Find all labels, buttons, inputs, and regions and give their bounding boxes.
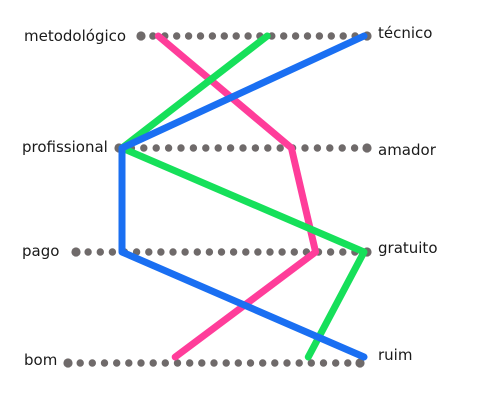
scale-dot	[220, 32, 228, 40]
scale-dot	[177, 144, 185, 152]
scale-dot	[96, 248, 105, 256]
scale-dot	[214, 144, 222, 152]
scale-dot	[205, 248, 214, 256]
scale-dot	[355, 358, 365, 368]
scale-dot	[276, 144, 284, 152]
scale-dot	[303, 32, 312, 40]
scale-dot	[232, 32, 240, 40]
scale-dot	[181, 248, 189, 256]
scale-dot	[173, 32, 181, 40]
scale-dot	[266, 248, 274, 256]
scale-dot	[210, 359, 218, 367]
scale-dot	[339, 248, 347, 256]
scale-dot	[246, 359, 255, 367]
scale-dot	[290, 248, 298, 256]
scale-dot	[319, 359, 328, 367]
scale-dot	[164, 144, 173, 152]
scale-dot	[149, 359, 157, 367]
green-line	[118, 32, 368, 361]
scale-dot	[226, 144, 235, 152]
scale-dot	[217, 248, 226, 256]
scale-dot	[313, 144, 322, 152]
scale-dot	[169, 248, 177, 256]
scale-dot	[137, 359, 145, 367]
scale-dot	[84, 248, 92, 256]
scale-dot	[283, 359, 291, 367]
scale-dot	[315, 32, 324, 40]
scale-dot	[326, 248, 335, 256]
scale-dot	[189, 144, 198, 152]
scale-dot	[244, 32, 252, 40]
scale-dot	[362, 143, 372, 153]
scale-dot	[149, 32, 157, 40]
left-label-metodologico: metodológico	[24, 27, 126, 45]
scale-dot	[140, 144, 148, 152]
scale-dot	[229, 248, 238, 256]
scale-dot	[327, 32, 335, 40]
scale-dot	[198, 359, 206, 367]
scale-labels: metodológico técnico profissional amador…	[22, 24, 438, 369]
scale-dot	[71, 247, 81, 257]
scale-dot	[113, 359, 121, 367]
scale-dot	[338, 144, 346, 152]
scale-dot	[278, 248, 286, 256]
right-label-gratuito: gratuito	[378, 239, 438, 257]
left-label-bom: bom	[24, 351, 57, 369]
scale-dot	[88, 359, 97, 367]
scale-dot	[332, 359, 340, 367]
scale-dot	[291, 32, 300, 40]
scale-dot	[145, 248, 153, 256]
scale-dot	[63, 358, 73, 368]
scale-dot	[350, 144, 359, 152]
scale-dot	[254, 248, 262, 256]
scale-dot	[108, 248, 117, 256]
scale-dot	[344, 359, 352, 367]
scale-dot	[222, 359, 230, 367]
scale-dot	[239, 144, 247, 152]
scale-dot	[234, 359, 242, 367]
scale-dot	[186, 359, 194, 367]
scale-dot	[196, 32, 205, 40]
scale-dot	[242, 248, 250, 256]
scale-dot	[251, 144, 260, 152]
scale-dot	[280, 32, 288, 40]
scale-dot	[152, 144, 160, 152]
right-label-tecnico: técnico	[378, 24, 432, 42]
left-label-profissional: profissional	[22, 138, 108, 156]
scale-dot	[76, 359, 84, 367]
scale-dot	[259, 359, 267, 367]
scale-dot	[301, 144, 309, 152]
right-label-ruim: ruim	[378, 346, 412, 364]
right-label-amador: amador	[378, 141, 437, 159]
scale-dot	[161, 359, 169, 367]
left-label-pago: pago	[22, 242, 59, 260]
scale-dot	[208, 32, 217, 40]
scale-dot	[295, 359, 303, 367]
scale-dot	[173, 359, 182, 367]
scale-dot	[136, 31, 146, 41]
scale-dot	[100, 359, 109, 367]
scale-dot	[184, 32, 193, 40]
blue-line	[118, 32, 368, 361]
scale-dot	[193, 248, 201, 256]
scale-dot	[157, 248, 165, 256]
scale-dot	[271, 359, 279, 367]
scale-dot	[307, 359, 315, 367]
scale-dot	[125, 359, 133, 367]
scale-dot	[264, 144, 272, 152]
scale-dot	[339, 32, 347, 40]
scale-dot-rows	[63, 31, 372, 368]
profile-lines	[118, 32, 368, 361]
scale-dot	[326, 144, 334, 152]
scale-dot	[202, 144, 210, 152]
